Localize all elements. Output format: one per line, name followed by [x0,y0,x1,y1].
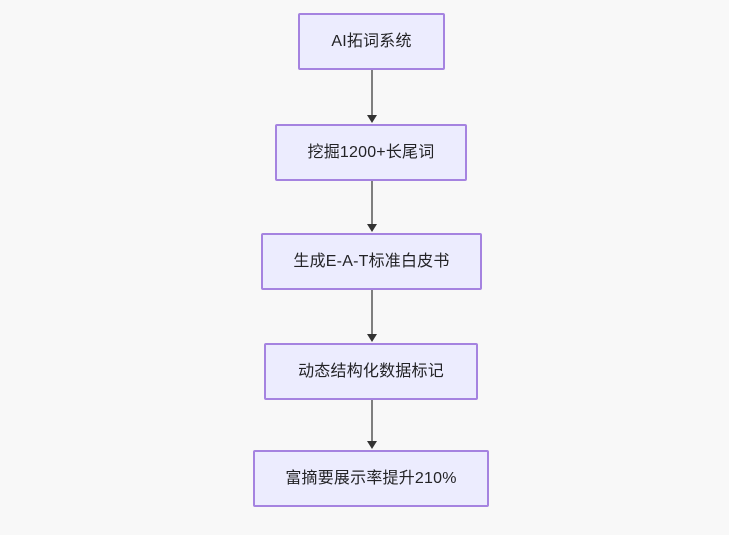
flowchart-node-label: 生成E-A-T标准白皮书 [293,252,450,270]
flowchart-edge-n4-n5 [371,400,373,442]
flowchart-arrowhead-n3-n4 [367,334,377,342]
flowchart-arrowhead-n4-n5 [367,441,377,449]
flowchart-node-label: 挖掘1200+长尾词 [307,143,435,161]
flowchart-arrowhead-n1-n2 [367,115,377,123]
flowchart-node-n1[interactable]: AI拓词系统 [298,13,445,70]
flowchart-node-n3[interactable]: 生成E-A-T标准白皮书 [261,233,482,290]
flowchart-node-label: 富摘要展示率提升210% [285,469,457,487]
flowchart-edge-n2-n3 [371,181,373,225]
flowchart-edge-n3-n4 [371,290,373,334]
flowchart-node-label: 动态结构化数据标记 [298,362,444,380]
flowchart-arrowhead-n2-n3 [367,224,377,232]
flowchart-node-n2[interactable]: 挖掘1200+长尾词 [275,124,467,181]
flowchart-edge-n1-n2 [371,70,373,116]
flowchart-node-n4[interactable]: 动态结构化数据标记 [264,343,478,400]
flowchart-node-n5[interactable]: 富摘要展示率提升210% [253,450,489,507]
flowchart-node-label: AI拓词系统 [331,32,412,50]
